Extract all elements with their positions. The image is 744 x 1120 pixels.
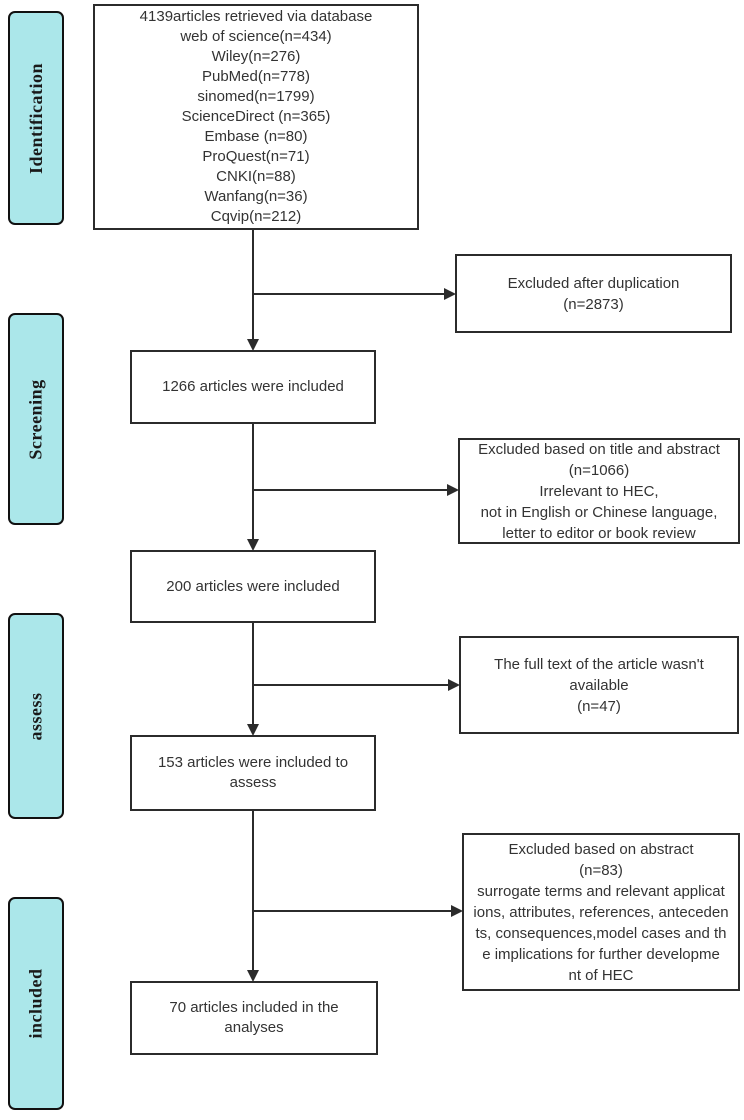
connector-153-to-70 xyxy=(252,810,254,970)
exclusion-box-duplication: Excluded after duplication (n=2873) xyxy=(455,254,732,333)
stage-label-screening: Screening xyxy=(8,313,64,525)
branch-to-full-text xyxy=(253,684,448,686)
stage-label-assess-text: assess xyxy=(25,691,46,741)
arrowhead-down-1 xyxy=(247,339,259,351)
flow-box-identification-sources: 4139articles retrieved via database web … xyxy=(93,4,419,230)
arrowhead-right-4 xyxy=(451,905,463,917)
stage-label-identification: Identification xyxy=(8,11,64,225)
exclusion-box-abstract: Excluded based on abstract (n=83) surrog… xyxy=(462,833,740,991)
flow-box-200-included: 200 articles were included xyxy=(130,550,376,623)
connector-1266-to-200 xyxy=(252,423,254,539)
flow-box-153-assess-text: 153 articles were included to assess xyxy=(157,754,349,791)
flow-box-1266-included: 1266 articles were included xyxy=(130,350,376,424)
arrowhead-down-4 xyxy=(247,970,259,982)
arrowhead-right-3 xyxy=(448,679,460,691)
arrowhead-right-1 xyxy=(444,288,456,300)
flow-box-1266-included-text: 1266 articles were included xyxy=(162,378,344,395)
connector-200-to-153 xyxy=(252,622,254,724)
flow-box-70-analyses-text: 70 articles included in the analyses xyxy=(169,999,339,1036)
stage-label-assess: assess xyxy=(8,613,64,819)
stage-label-included-text: included xyxy=(25,968,46,1039)
flow-box-identification-sources-text: 4139articles retrieved via database web … xyxy=(139,8,373,225)
arrowhead-down-3 xyxy=(247,724,259,736)
exclusion-box-title-abstract: Excluded based on title and abstract (n=… xyxy=(458,438,740,544)
exclusion-box-duplication-text: Excluded after duplication (n=2873) xyxy=(507,274,680,313)
arrowhead-right-2 xyxy=(447,484,459,496)
exclusion-box-title-abstract-text: Excluded based on title and abstract (n=… xyxy=(478,440,720,542)
exclusion-box-abstract-text: Excluded based on abstract (n=83) surrog… xyxy=(473,840,729,984)
stage-label-identification-text: Identification xyxy=(25,62,46,174)
branch-to-title-abstract xyxy=(253,489,447,491)
branch-to-duplication xyxy=(253,293,444,295)
arrowhead-down-2 xyxy=(247,539,259,551)
flow-box-70-analyses: 70 articles included in the analyses xyxy=(130,981,378,1055)
flow-box-153-assess: 153 articles were included to assess xyxy=(130,735,376,811)
connector-identification-to-screening xyxy=(252,229,254,339)
exclusion-box-full-text: The full text of the article wasn't avai… xyxy=(459,636,739,734)
branch-to-abstract xyxy=(253,910,451,912)
exclusion-box-full-text-text: The full text of the article wasn't avai… xyxy=(494,655,704,715)
stage-label-screening-text: Screening xyxy=(25,378,46,460)
stage-label-included: included xyxy=(8,897,64,1110)
flow-box-200-included-text: 200 articles were included xyxy=(166,577,340,595)
